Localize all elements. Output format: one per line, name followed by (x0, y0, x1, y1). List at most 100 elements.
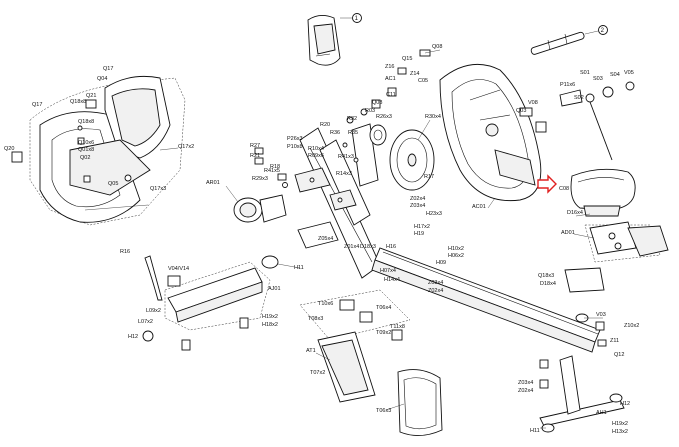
label-d16x4: D16x4 (567, 210, 583, 216)
label-q18x8-b: Q18x8 (78, 119, 94, 125)
label-r10x4: R10x4 (308, 146, 324, 152)
label-q18x8: Q18x8 (70, 99, 86, 105)
label-h10x2: H10x2 (448, 246, 464, 252)
label-q04: Q04 (97, 76, 107, 82)
label-q20: Q20 (4, 146, 14, 152)
label-s04: S04 (610, 72, 620, 78)
front-cover-assembly (11, 75, 186, 226)
side-cover-ac01 (439, 63, 542, 202)
label-h07x4: H07x4 (380, 268, 396, 274)
label-z02x4-b: Z02x4 (428, 288, 443, 294)
label-z05x4: Z05x4 (318, 236, 333, 242)
label-q15: Q15 (402, 56, 412, 62)
label-q12: Q12 (614, 352, 624, 358)
label-z10x2: Z10x2 (624, 323, 639, 329)
label-r17: R17 (424, 174, 434, 180)
seat-carriage-ad01 (564, 221, 669, 293)
label-t10x6: T10x6 (318, 301, 333, 307)
label-c08-seat: C08 (559, 186, 569, 192)
label-r35: R35 (348, 130, 358, 136)
main-rail (371, 247, 607, 353)
label-r41x3: R41x3 (338, 154, 354, 160)
label-q08: Q08 (432, 44, 442, 50)
seat-c08 (570, 168, 636, 217)
label-r29x3: R29x3 (252, 176, 268, 182)
label-t06x3: T06x3 (376, 408, 391, 414)
label-ac1: AC1 (385, 76, 396, 82)
label-r16: R16 (120, 249, 130, 255)
label-ad01: AD01 (561, 230, 575, 236)
label-d18x3: D18x3 (360, 244, 376, 250)
monitor-part (307, 15, 352, 66)
label-h11: H11 (294, 265, 304, 271)
leader-lines (225, 49, 603, 429)
flywheel (369, 124, 435, 191)
label-q05: Q05 (108, 181, 118, 187)
label-ac01: AC01 (472, 204, 486, 210)
label-z01x4: Z01x4 (344, 244, 359, 250)
handle-part (530, 30, 599, 55)
label-s02: S02 (574, 95, 584, 101)
label-h17x2: H17x2 (414, 224, 430, 230)
label-q08-b: Q08 (372, 100, 382, 106)
resistance-knob-ar01 (233, 194, 287, 223)
label-h09: H09 (436, 260, 446, 266)
callout-2-number: 2 (601, 28, 605, 34)
label-t09x2: T09x2 (376, 330, 391, 336)
seat-highlight-arrow (537, 174, 557, 194)
label-r30x4: R30x4 (425, 114, 441, 120)
label-c05: C05 (418, 78, 428, 84)
label-h16: H16 (386, 244, 396, 250)
label-t06x4: T06x4 (376, 305, 391, 311)
label-z14: Z14 (410, 71, 419, 77)
label-q10x6: Q10x6 (78, 140, 94, 146)
label-q17x3: Q17x3 (150, 186, 166, 192)
label-t07x2: T07x2 (310, 370, 325, 376)
callout-1: 1 (352, 13, 362, 23)
label-q17-left: Q17 (32, 102, 42, 108)
label-d18x4: D18x4 (540, 281, 556, 287)
front-stabilizer-aj01 (142, 255, 279, 351)
label-h23x3: H23x3 (426, 211, 442, 217)
label-at1: AT1 (306, 348, 316, 354)
label-s03: S03 (593, 76, 603, 82)
label-h12: H12 (128, 334, 138, 340)
rear-stabilizer-ah1 (539, 355, 625, 433)
label-q21: Q21 (86, 93, 96, 99)
label-t11x8: T11x8 (390, 324, 405, 330)
label-r32: R32 (347, 116, 357, 122)
label-r21: R21 (250, 153, 260, 159)
label-z03x4-c: Z03x4 (518, 380, 533, 386)
label-h19x2-b: H19x2 (612, 421, 628, 427)
label-ar01: AR01 (206, 180, 220, 186)
label-ah1: AH1 (596, 410, 607, 416)
label-r27: R27 (250, 143, 260, 149)
label-p11x6: P11x6 (560, 82, 575, 88)
label-q03: Q03 (516, 108, 526, 114)
center-labels: Q08 Q15 Z16 Z14 AC1 C05 C11 Q08 R32 R03 … (206, 44, 634, 287)
lower-right-labels: V03 Z10x2 Z11 Q12 Z03x4 Z02x4 H12 AH1 H1… (518, 312, 639, 435)
label-p10x8: P10x8 (287, 144, 303, 150)
label-h12-b: H12 (620, 401, 630, 407)
label-z11: Z11 (610, 338, 619, 344)
label-q18x3: Q18x3 (538, 273, 554, 279)
label-q17x2: Q17x2 (178, 144, 194, 150)
label-z03x4: Z03x4 (410, 203, 425, 209)
label-q17-top: Q17 (103, 66, 113, 72)
label-h06x2: H06x2 (448, 253, 464, 259)
label-s01: S01 (580, 70, 590, 76)
label-r09x6: R09x6 (308, 153, 324, 159)
label-h19: H19 (414, 231, 424, 237)
label-aj01: AJ01 (268, 286, 281, 292)
label-r03: R03 (365, 108, 375, 114)
callout-1-number: 1 (355, 16, 359, 22)
label-z02x4: Z02x4 (410, 196, 425, 202)
callout-2: 2 (598, 25, 608, 35)
top-bolts (254, 49, 431, 188)
label-v03: V03 (596, 312, 606, 318)
label-z03x4-b: Z03x4 (428, 280, 443, 286)
label-q02: Q02 (80, 155, 90, 161)
label-z16: Z16 (385, 64, 394, 70)
